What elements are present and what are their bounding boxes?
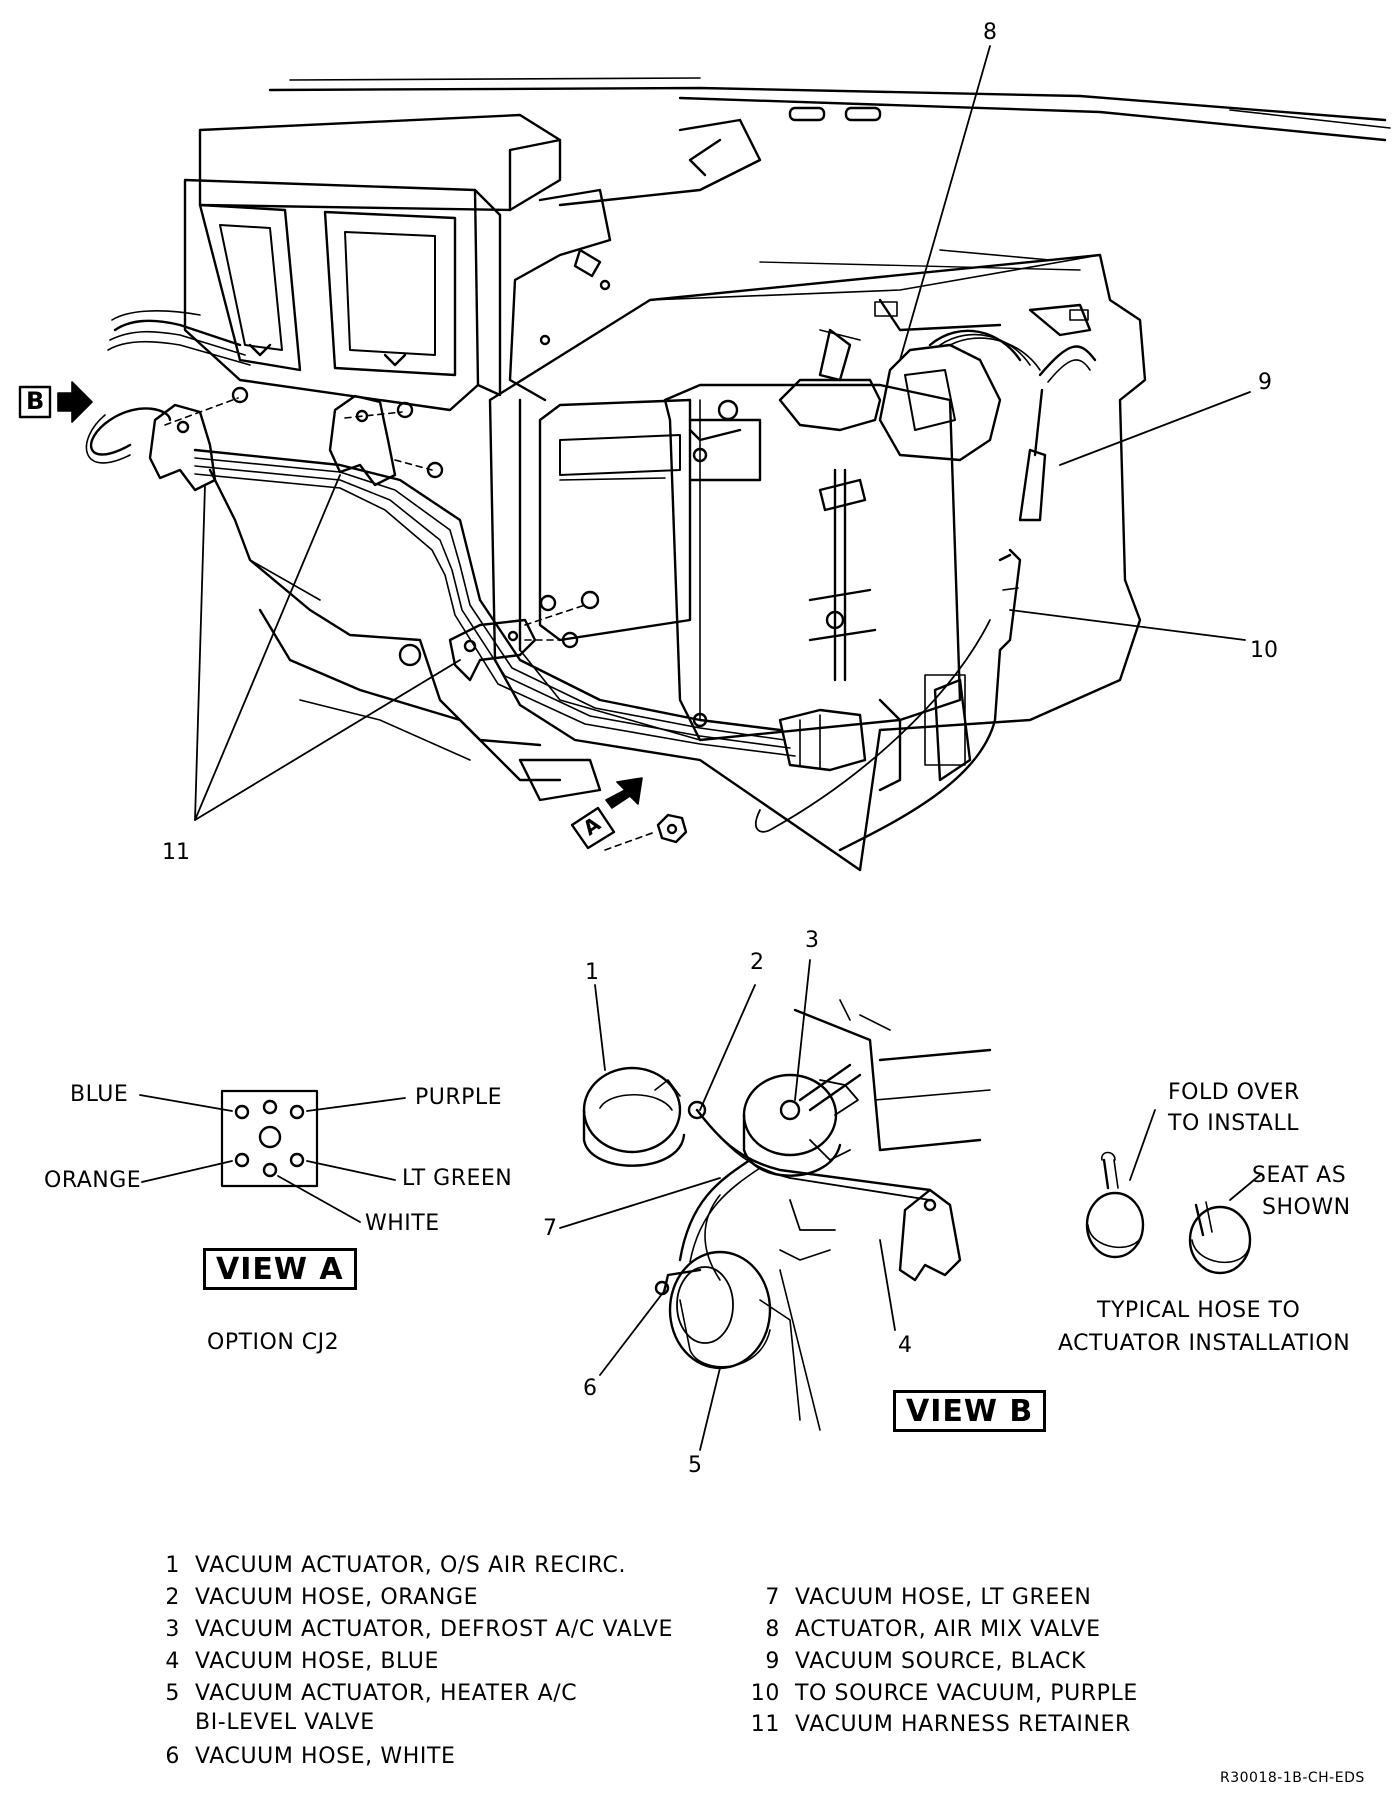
callout-11: 11 (162, 840, 190, 865)
legend-num: 3 (165, 1617, 180, 1642)
callout-1: 1 (585, 960, 599, 985)
figure-code: R30018-1B-CH-EDS (1220, 1770, 1365, 1786)
install-caption-line2: ACTUATOR INSTALLATION (1058, 1331, 1351, 1356)
legend-text: VACUUM HOSE, WHITE (195, 1744, 456, 1769)
view-b-marker (18, 381, 93, 423)
view-b-title: VIEW B (893, 1390, 1047, 1432)
legend-text: VACUUM HOSE, ORANGE (195, 1585, 479, 1610)
legend-text: VACUUM HOSE, LT GREEN (795, 1585, 1092, 1610)
install-caption-line1: TYPICAL HOSE TO (1097, 1298, 1301, 1323)
legend-text: VACUUM HARNESS RETAINER (795, 1712, 1131, 1737)
legend-num: 10 (750, 1681, 780, 1706)
callout-4: 4 (898, 1333, 912, 1358)
seat-as-line1: SEAT AS (1252, 1163, 1347, 1188)
legend-num: 11 (750, 1712, 780, 1737)
legend-num: 8 (765, 1617, 780, 1642)
legend-num: 5 (165, 1681, 180, 1706)
callout-6: 6 (583, 1376, 597, 1401)
main-assembly-drawing (85, 77, 1391, 872)
legend-num: 9 (765, 1649, 780, 1674)
port-label-white: WHITE (365, 1211, 440, 1236)
callout-3: 3 (805, 928, 819, 953)
legend-text: BI-LEVEL VALVE (195, 1710, 375, 1735)
legend-text: VACUUM ACTUATOR, HEATER A/C (195, 1681, 578, 1706)
view-a-title: VIEW A (203, 1248, 357, 1290)
legend-num: 6 (165, 1744, 180, 1769)
legend-num: 4 (165, 1649, 180, 1674)
legend-num: 2 (165, 1585, 180, 1610)
fold-over-line1: FOLD OVER (1168, 1080, 1300, 1105)
main-leader-lines (194, 45, 1251, 821)
legend-text: VACUUM SOURCE, BLACK (795, 1649, 1086, 1674)
port-label-purple: PURPLE (415, 1085, 503, 1110)
legend-text: VACUUM ACTUATOR, O/S AIR RECIRC. (195, 1553, 627, 1578)
view-a-option: OPTION CJ2 (207, 1330, 340, 1355)
port-label-orange: ORANGE (44, 1168, 142, 1193)
callout-10: 10 (1250, 638, 1278, 663)
view-a-port-diagram (139, 1089, 406, 1223)
legend-text: ACTUATOR, AIR MIX VALVE (795, 1617, 1101, 1642)
port-label-blue: BLUE (70, 1082, 129, 1107)
callout-2: 2 (750, 950, 764, 975)
callout-9: 9 (1258, 370, 1272, 395)
port-label-lt-green: LT GREEN (402, 1166, 513, 1191)
legend-text: VACUUM HOSE, BLUE (195, 1649, 440, 1674)
seat-as-line2: SHOWN (1262, 1195, 1351, 1220)
legend-text: VACUUM ACTUATOR, DEFROST A/C VALVE (195, 1617, 673, 1642)
view-a-marker (570, 777, 643, 850)
callout-7: 7 (543, 1216, 557, 1241)
callout-8: 8 (983, 20, 997, 45)
view-b-detail (559, 959, 992, 1451)
view-b-marker-label: B (26, 387, 45, 415)
legend-text: TO SOURCE VACUUM, PURPLE (795, 1681, 1138, 1706)
hose-install-detail (1085, 1109, 1261, 1275)
legend-num: 1 (165, 1553, 180, 1578)
legend-num: 7 (765, 1585, 780, 1610)
callout-5: 5 (688, 1453, 702, 1478)
fold-over-line2: TO INSTALL (1168, 1111, 1299, 1136)
